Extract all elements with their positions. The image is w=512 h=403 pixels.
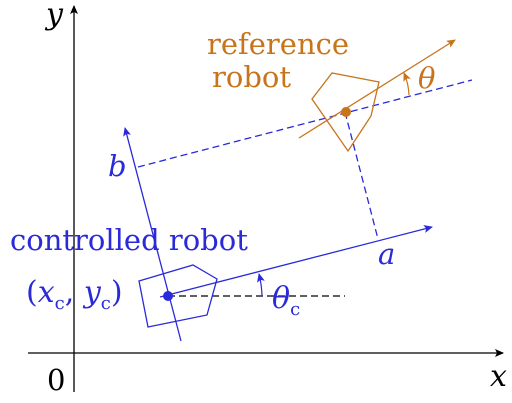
a-axis-line [159, 225, 433, 298]
origin-label: 0 [47, 363, 66, 397]
reference-heading-dashed-line [137, 79, 473, 168]
y-axis-label: y [46, 0, 63, 32]
reference-robot-label-line2: robot [212, 60, 291, 94]
b-axis-line [123, 127, 182, 342]
theta-c-angle-arc [257, 273, 265, 297]
controlled-robot-coordinates: (xc, yc) [26, 275, 123, 314]
reference-robot-label-line1: reference [207, 27, 350, 61]
theta-c-label: θc [272, 281, 301, 320]
a-axis-label: a [378, 237, 396, 271]
reference-robot-body [311, 72, 380, 153]
x-axis-label: x [490, 359, 507, 394]
reference-robot-center [341, 107, 351, 117]
controlled-robot-label: controlled robot [10, 223, 248, 257]
theta-label: θ [418, 61, 436, 95]
theta-angle-arc [403, 72, 411, 96]
b-axis-label: b [108, 149, 127, 183]
controlled-robot-center [163, 291, 173, 301]
controlled-robot-body [138, 264, 218, 328]
